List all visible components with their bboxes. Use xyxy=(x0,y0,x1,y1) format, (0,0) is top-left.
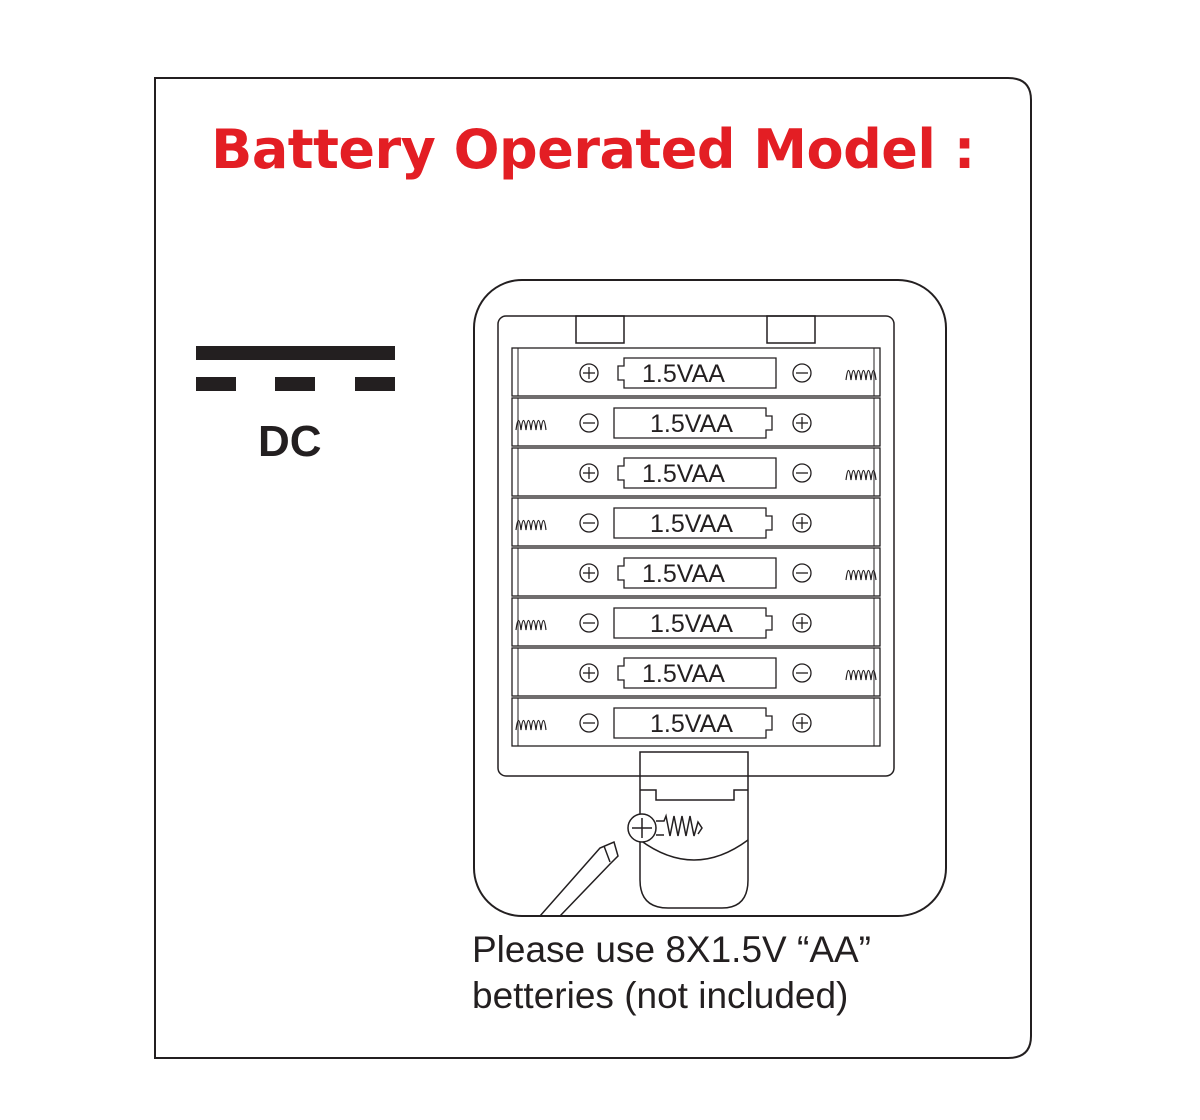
cell-label: 1.5VAA xyxy=(650,710,733,738)
spring-icon xyxy=(845,369,877,381)
battery-body xyxy=(613,407,773,439)
minus-icon xyxy=(792,463,812,483)
cell-label: 1.5VAA xyxy=(642,360,725,388)
plus-icon xyxy=(792,513,812,533)
screw-icon xyxy=(627,813,703,843)
battery-cell: 1.5VAA xyxy=(511,597,881,647)
plus-icon xyxy=(792,413,812,433)
cell-label: 1.5VAA xyxy=(650,610,733,638)
compartment-tab-right xyxy=(766,315,816,344)
cell-label: 1.5VAA xyxy=(650,510,733,538)
spring-icon xyxy=(845,669,877,681)
spring-icon xyxy=(515,719,547,731)
minus-icon xyxy=(792,363,812,383)
battery-body xyxy=(617,457,777,489)
spring-icon xyxy=(515,419,547,431)
battery-cell: 1.5VAA xyxy=(511,647,881,697)
cell-label: 1.5VAA xyxy=(642,560,725,588)
battery-cell: 1.5VAA xyxy=(511,697,881,747)
minus-icon xyxy=(579,713,599,733)
cover-latch xyxy=(639,751,749,909)
minus-icon xyxy=(792,563,812,583)
battery-cell: 1.5VAA xyxy=(511,447,881,497)
spring-icon xyxy=(515,619,547,631)
device-outline xyxy=(473,279,947,917)
cell-label: 1.5VAA xyxy=(650,410,733,438)
battery-note-line-1: Please use 8X1.5V “AA” xyxy=(472,929,871,970)
battery-cell: 1.5VAA xyxy=(511,397,881,447)
battery-compartment xyxy=(497,315,895,777)
page-title: Battery Operated Model : xyxy=(211,118,975,181)
plus-icon xyxy=(579,663,599,683)
minus-icon xyxy=(579,413,599,433)
battery-body xyxy=(613,607,773,639)
spring-icon xyxy=(845,469,877,481)
dc-label: DC xyxy=(258,417,322,466)
battery-note-line-2: betteries (not included) xyxy=(472,975,849,1016)
plus-icon xyxy=(792,713,812,733)
outer-frame xyxy=(154,77,1032,1059)
battery-cell: 1.5VAA xyxy=(511,497,881,547)
minus-icon xyxy=(579,613,599,633)
plus-icon xyxy=(579,363,599,383)
plus-icon xyxy=(579,463,599,483)
battery-body xyxy=(613,707,773,739)
battery-body xyxy=(617,357,777,389)
minus-icon xyxy=(792,663,812,683)
screwdriver-icon xyxy=(539,840,619,917)
battery-cell: 1.5VAA xyxy=(511,347,881,397)
battery-note: Please use 8X1.5V “AA” betteries (not in… xyxy=(472,927,871,1019)
battery-body xyxy=(617,657,777,689)
battery-cell: 1.5VAA xyxy=(511,547,881,597)
spring-icon xyxy=(845,569,877,581)
cell-label: 1.5VAA xyxy=(642,660,725,688)
battery-body xyxy=(613,507,773,539)
plus-icon xyxy=(579,563,599,583)
spring-icon xyxy=(515,519,547,531)
compartment-tab-left xyxy=(575,315,625,344)
dc-symbol-icon xyxy=(196,346,395,391)
minus-icon xyxy=(579,513,599,533)
cell-label: 1.5VAA xyxy=(642,460,725,488)
battery-body xyxy=(617,557,777,589)
plus-icon xyxy=(792,613,812,633)
